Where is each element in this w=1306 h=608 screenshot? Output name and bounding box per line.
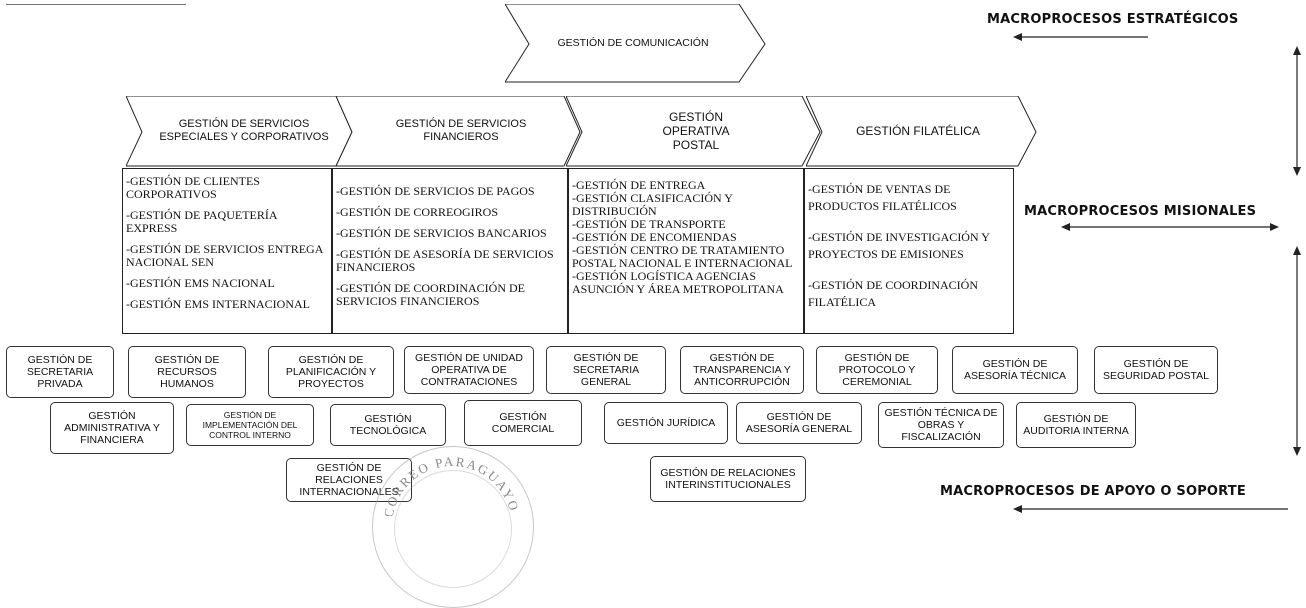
list-item: -GESTIÓN LOGÍSTICA AGENCIAS ASUNCIÓN Y Á… — [572, 269, 784, 296]
support-box: GESTIÓN DE SEGURIDAD POSTAL — [1094, 346, 1218, 394]
support-box: GESTIÓN DE PLANIFICACIÓN Y PROYECTOS — [268, 346, 394, 398]
list-item: -GESTIÓN DE TRANSPORTE — [572, 217, 726, 231]
list-item: -GESTIÓN DE COORDINACIÓN DE SERVICIOS FI… — [336, 281, 525, 308]
missional-column-2: -GESTIÓN DE SERVICIOS DE PAGOS -GESTIÓN … — [332, 168, 568, 334]
support-box: GESTIÓN DE RECURSOS HUMANOS — [128, 346, 246, 398]
missional-header-3: GESTIÓN OPERATIVA POSTAL — [566, 96, 822, 168]
missional-arrow — [1061, 223, 1279, 231]
support-box: GESTIÓN DE SECRETARIA PRIVADA — [6, 346, 114, 398]
top-cut-line — [6, 0, 186, 5]
support-box: GESTIÓN DE SECRETARIA GENERAL — [546, 346, 666, 394]
list-item: -GESTIÓN DE COORDINACIÓN FILATÉLICA — [808, 278, 978, 309]
list-item: -GESTIÓN CENTRO DE TRATAMIENTO POSTAL NA… — [572, 243, 793, 270]
missional-column-1: -GESTIÓN DE CLIENTES CORPORATIVOS -GESTI… — [122, 168, 332, 334]
support-box: GESTIÓN DE UNIDAD OPERATIVA DE CONTRATAC… — [404, 346, 534, 394]
missional-header-1-label: GESTIÓN DE SERVICIOS ESPECIALES Y CORPOR… — [159, 118, 329, 143]
support-box: GESTIÓN DE RELACIONES INTERINSTITUCIONAL… — [650, 456, 806, 502]
list-item: -GESTIÓN DE VENTAS DE PRODUCTOS FILATÉLI… — [808, 182, 957, 213]
missional-header-4-label: GESTIÓN FILATÉLICA — [856, 123, 980, 138]
list-item: -GESTIÓN DE CORREOGIROS — [336, 205, 498, 219]
list-item: -GESTIÓN DE INVESTIGACIÓN Y PROYECTOS DE… — [808, 230, 990, 261]
list-item: -GESTIÓN DE ASESORÍA DE SERVICIOS FINANC… — [336, 247, 554, 274]
strategic-arrow — [1013, 33, 1148, 41]
list-item: -GESTIÓN DE PAQUETERÍA EXPRESS — [126, 208, 277, 235]
seal-text: CORREO PARAGUAYO — [381, 454, 523, 516]
support-box: GESTIÓN DE IMPLEMENTACIÓN DEL CONTROL IN… — [186, 404, 314, 446]
missional-header-2-label: GESTIÓN DE SERVICIOS FINANCIEROS — [395, 118, 527, 143]
support-box: GESTIÓN COMERCIAL — [464, 400, 582, 446]
seal-text-path: CORREO PARAGUAYO — [381, 454, 521, 516]
strategic-process-label: GESTIÓN DE COMUNICACIÓN — [557, 36, 709, 49]
support-macro-label: MACROPROCESOS DE APOYO O SOPORTE — [940, 484, 1246, 499]
strategic-macro-label: MACROPROCESOS ESTRATÉGICOS — [987, 12, 1239, 27]
support-box: GESTIÓN JURÍDICA — [604, 402, 728, 444]
missional-header-1: GESTIÓN DE SERVICIOS ESPECIALES Y CORPOR… — [126, 96, 354, 168]
list-item: -GESTIÓN DE SERVICIOS DE PAGOS — [336, 184, 535, 198]
support-box: GESTIÓN TECNOLÓGICA — [330, 404, 446, 446]
strategic-process-chevron: GESTIÓN DE COMUNICACIÓN — [505, 4, 767, 84]
list-item: -GESTIÓN DE CLIENTES CORPORATIVOS — [126, 174, 260, 201]
list-item: -GESTIÓN DE ENTREGA — [572, 178, 706, 192]
support-box: GESTIÓN TÉCNICA DE OBRAS Y FISCALIZACIÓN — [878, 402, 1004, 448]
svg-text:CORREO PARAGUAYO: CORREO PARAGUAYO — [381, 454, 523, 516]
list-item: -GESTIÓN EMS NACIONAL — [126, 276, 275, 290]
missional-header-3-label: GESTIÓN OPERATIVA POSTAL — [662, 110, 730, 152]
vertical-arrow-upper — [1293, 46, 1301, 176]
support-box: GESTIÓN ADMINISTRATIVA Y FINANCIERA — [50, 402, 174, 454]
list-item: -GESTIÓN DE ENCOMIENDAS — [572, 230, 737, 244]
support-box: GESTIÓN DE PROTOCOLO Y CEREMONIAL — [816, 346, 938, 394]
missional-macro-label: MACROPROCESOS MISIONALES — [1024, 204, 1257, 219]
missional-column-3: -GESTIÓN DE ENTREGA -GESTIÓN CLASIFICACI… — [568, 168, 804, 334]
support-box: GESTIÓN DE AUDITORIA INTERNA — [1016, 402, 1136, 448]
missional-column-4: -GESTIÓN DE VENTAS DE PRODUCTOS FILATÉLI… — [804, 168, 1014, 334]
support-box: GESTIÓN DE ASESORÍA TÉCNICA — [952, 346, 1078, 394]
list-item: -GESTIÓN DE SERVICIOS BANCARIOS — [336, 226, 547, 240]
list-item: -GESTIÓN EMS INTERNACIONAL — [126, 297, 310, 311]
list-item: -GESTIÓN DE SERVICIOS ENTREGA NACIONAL S… — [126, 242, 323, 269]
support-arrow — [1013, 505, 1288, 513]
missional-header-2: GESTIÓN DE SERVICIOS FINANCIEROS — [336, 96, 582, 168]
support-box: GESTIÓN DE ASESORÍA GENERAL — [736, 402, 862, 444]
list-item: -GESTIÓN CLASIFICACIÓN Y DISTRIBUCIÓN — [572, 191, 733, 218]
support-box: GESTIÓN DE TRANSPARENCIA Y ANTICORRUPCIÓ… — [680, 346, 804, 394]
missional-header-4: GESTIÓN FILATÉLICA — [806, 96, 1038, 168]
vertical-arrow-lower — [1293, 246, 1301, 456]
